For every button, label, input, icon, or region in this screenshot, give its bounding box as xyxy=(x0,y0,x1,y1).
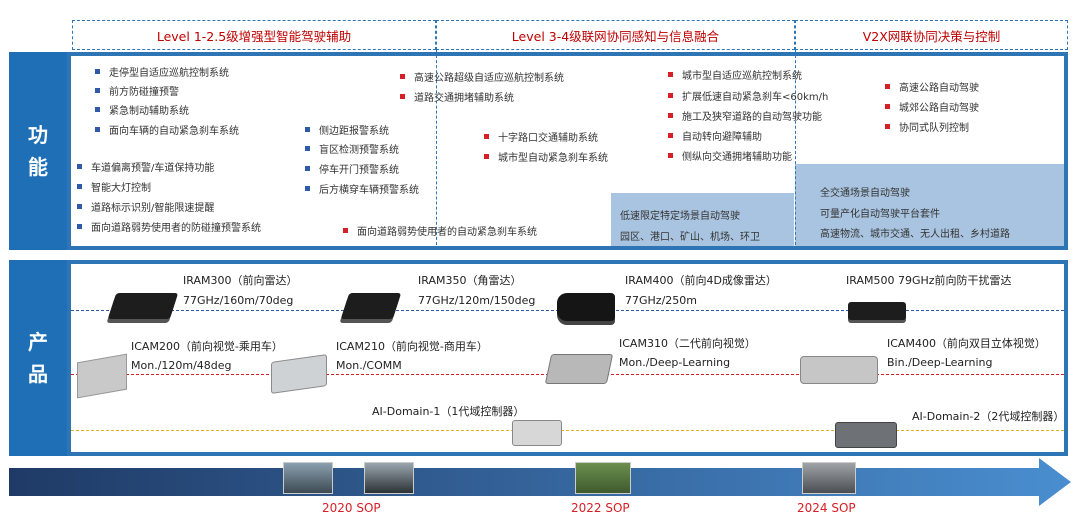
func-item: 协同式队列控制 xyxy=(885,119,969,134)
func-item: 面向道路弱势使用者的自动紧急刹车系统 xyxy=(343,223,537,238)
iram350-text: IRAM350（角雷达）77GHz/120m/150deg xyxy=(418,274,536,307)
sop2020-thumbnail-2 xyxy=(364,462,414,494)
low-speed-scenes: 园区、港口、矿山、机场、环卫 xyxy=(620,232,760,243)
icam310-device-icon xyxy=(544,354,614,384)
domain1-text: AI-Domain-1（1代域控制器） xyxy=(372,405,525,418)
timeline-arrow xyxy=(9,458,1071,506)
icam200-text: ICAM200（前向视觉-乘用车）Mon./120m/48deg xyxy=(131,340,283,372)
sop-2020-label: 2020 SOP xyxy=(322,501,381,515)
header-v2x: V2X网联协同决策与控制 xyxy=(795,20,1068,50)
func-item: 侧纵向交通拥堵辅助功能 xyxy=(668,148,792,163)
divider-v2x xyxy=(795,50,796,250)
icam400-text: ICAM400（前向双目立体视觉）Bin./Deep-Learning xyxy=(887,337,1046,369)
func-item: 道路标示识别/智能限速提醒 xyxy=(77,199,214,214)
func-item: 车道偏离预警/车道保持功能 xyxy=(77,159,214,174)
full-scene-platform: 可量产化自动驾驶平台套件 xyxy=(820,209,940,220)
icam210-text: ICAM210（前向视觉-商用车）Mon./COMM xyxy=(336,340,488,372)
sop-2024-label: 2024 SOP xyxy=(797,501,856,515)
func-item: 十字路口交通辅助系统 xyxy=(484,129,598,144)
full-scene-box xyxy=(795,164,1064,246)
func-item: 道路交通拥堵辅助系统 xyxy=(400,89,514,104)
function-label-char2: 能 xyxy=(28,155,48,179)
low-speed-box xyxy=(611,193,794,246)
sop2022-thumbnail xyxy=(575,462,631,494)
full-scene-uses: 高速物流、城市交通、无人出租、乡村道路 xyxy=(820,229,1010,240)
func-item: 高速公路超级自适应巡航控制系统 xyxy=(400,69,564,84)
func-item: 面向车辆的自动紧急刹车系统 xyxy=(95,122,239,137)
func-item: 高速公路自动驾驶 xyxy=(885,79,979,94)
func-item: 盲区检测预警系统 xyxy=(305,141,399,156)
divider-level3 xyxy=(436,50,437,250)
full-scene-title: 全交通场景自动驾驶 xyxy=(820,188,910,199)
func-item: 紧急制动辅助系统 xyxy=(95,102,189,117)
func-item: 智能大灯控制 xyxy=(77,179,151,194)
header-level3: Level 3-4级联网协同感知与信息融合 xyxy=(436,20,795,50)
func-item: 走停型自适应巡航控制系统 xyxy=(95,64,229,79)
domain2-device-icon xyxy=(835,422,897,448)
iram500-text: IRAM500 79GHz前向防干扰雷达 xyxy=(846,274,1012,287)
function-side-label: 功 能 xyxy=(9,52,67,250)
func-item: 扩展低速自动紧急刹车<60km/h xyxy=(668,88,828,103)
icam310-text: ICAM310（二代前向视觉）Mon./Deep-Learning xyxy=(619,337,756,369)
product-label-char2: 品 xyxy=(28,362,48,386)
func-item: 自动转向避障辅助 xyxy=(668,128,762,143)
product-side-label: 产 品 xyxy=(9,260,67,456)
sop2024-thumbnail xyxy=(802,462,856,494)
func-item: 城郊公路自动驾驶 xyxy=(885,99,979,114)
iram500-device-icon xyxy=(848,302,906,320)
iram400-device-icon xyxy=(557,293,615,321)
func-item: 侧边距报警系统 xyxy=(305,122,389,137)
func-item: 前方防碰撞预警 xyxy=(95,83,179,98)
low-speed-title: 低速限定特定场景自动驾驶 xyxy=(620,211,740,222)
func-item: 面向道路弱势使用者的防碰撞预警系统 xyxy=(77,219,261,234)
icam400-device-icon xyxy=(800,356,878,384)
domain1-device-icon xyxy=(512,420,562,446)
iram350-device-icon xyxy=(340,293,402,319)
domain2-text: AI-Domain-2（2代域控制器） xyxy=(912,410,1065,423)
iram400-text: IRAM400（前向4D成像雷达）77GHz/250m xyxy=(625,274,777,307)
iram300-text: IRAM300（前向雷达）77GHz/160m/70deg xyxy=(183,274,298,307)
func-item: 停车开门预警系统 xyxy=(305,161,399,176)
func-item: 施工及狭窄道路的自动驾驶功能 xyxy=(668,108,822,123)
sop-2022-label: 2022 SOP xyxy=(571,501,630,515)
function-panel xyxy=(67,52,1068,250)
iram300-device-icon xyxy=(107,293,179,319)
func-item: 后方横穿车辆预警系统 xyxy=(305,181,419,196)
header-level1: Level 1-2.5级增强型智能驾驶辅助 xyxy=(72,20,436,50)
sop2020-thumbnail xyxy=(283,462,333,494)
func-item: 城市型自动紧急刹车系统 xyxy=(484,149,608,164)
product-label-char1: 产 xyxy=(28,330,48,354)
func-item: 城市型自适应巡航控制系统 xyxy=(668,67,802,82)
function-label-char1: 功 xyxy=(28,123,48,147)
domain-row-line xyxy=(71,430,1064,431)
